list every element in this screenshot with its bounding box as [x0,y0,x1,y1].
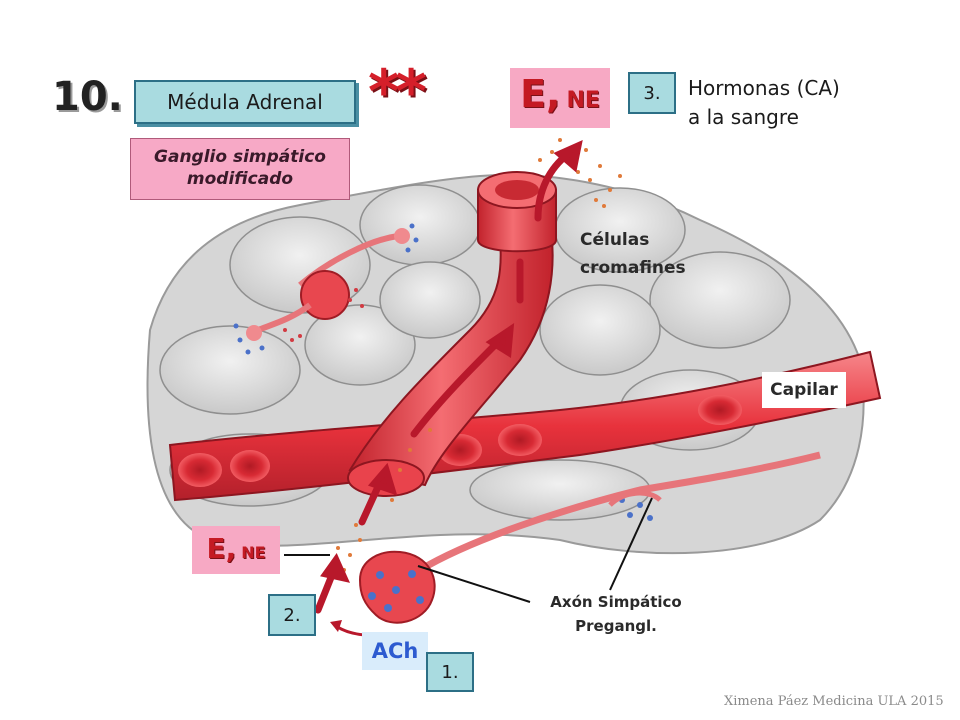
axon-label: Axón Simpático Pregangl. [520,590,712,638]
hormone-label-top: E, NE [510,68,610,128]
hormone-e-bottom: E, [206,532,237,565]
step-3-badge: 3. [628,72,676,114]
author-credit: Ximena Páez Medicina ULA 2015 [724,694,944,709]
subtitle-box: Ganglio simpático modificado [130,138,350,200]
ach-label: ACh [362,632,428,670]
hormones-line-1: Hormonas (CA) [688,76,840,100]
hormone-label-bottom: E, NE [192,526,280,574]
hormone-ne: NE [566,88,600,113]
hormone-ne-bottom: NE [241,543,266,562]
step-1-badge: 1. [426,652,474,692]
hormones-line-2: a la sangre [688,105,799,129]
cells-label-line-2: cromafines [580,258,686,278]
chromaffin-cells-label: Células cromafines [580,226,686,282]
hormone-e: E, [520,72,561,116]
preganglionic-terminal [358,451,821,624]
sympathetic-neuron-small [233,223,419,355]
capillary-label: Capilar [762,372,846,408]
subtitle-line-1: Ganglio simpático [154,147,326,167]
step-2-badge: 2. [268,594,316,636]
importance-stars: ** [368,57,427,127]
secretion-arrows [314,140,583,614]
ach-release-arrow [335,624,366,637]
cells-label-line-1: Células [580,230,650,250]
axon-label-line-2: Pregangl. [575,617,657,635]
axon-label-line-1: Axón Simpático [550,593,682,611]
subtitle-line-2: modificado [186,169,294,189]
page-title: Médula Adrenal [134,80,356,124]
ach-arrowhead [330,620,342,632]
hormones-to-blood-text: Hormonas (CA) a la sangre [688,74,840,132]
slide-number: 10. [52,74,123,120]
pointer-lines [284,497,653,603]
